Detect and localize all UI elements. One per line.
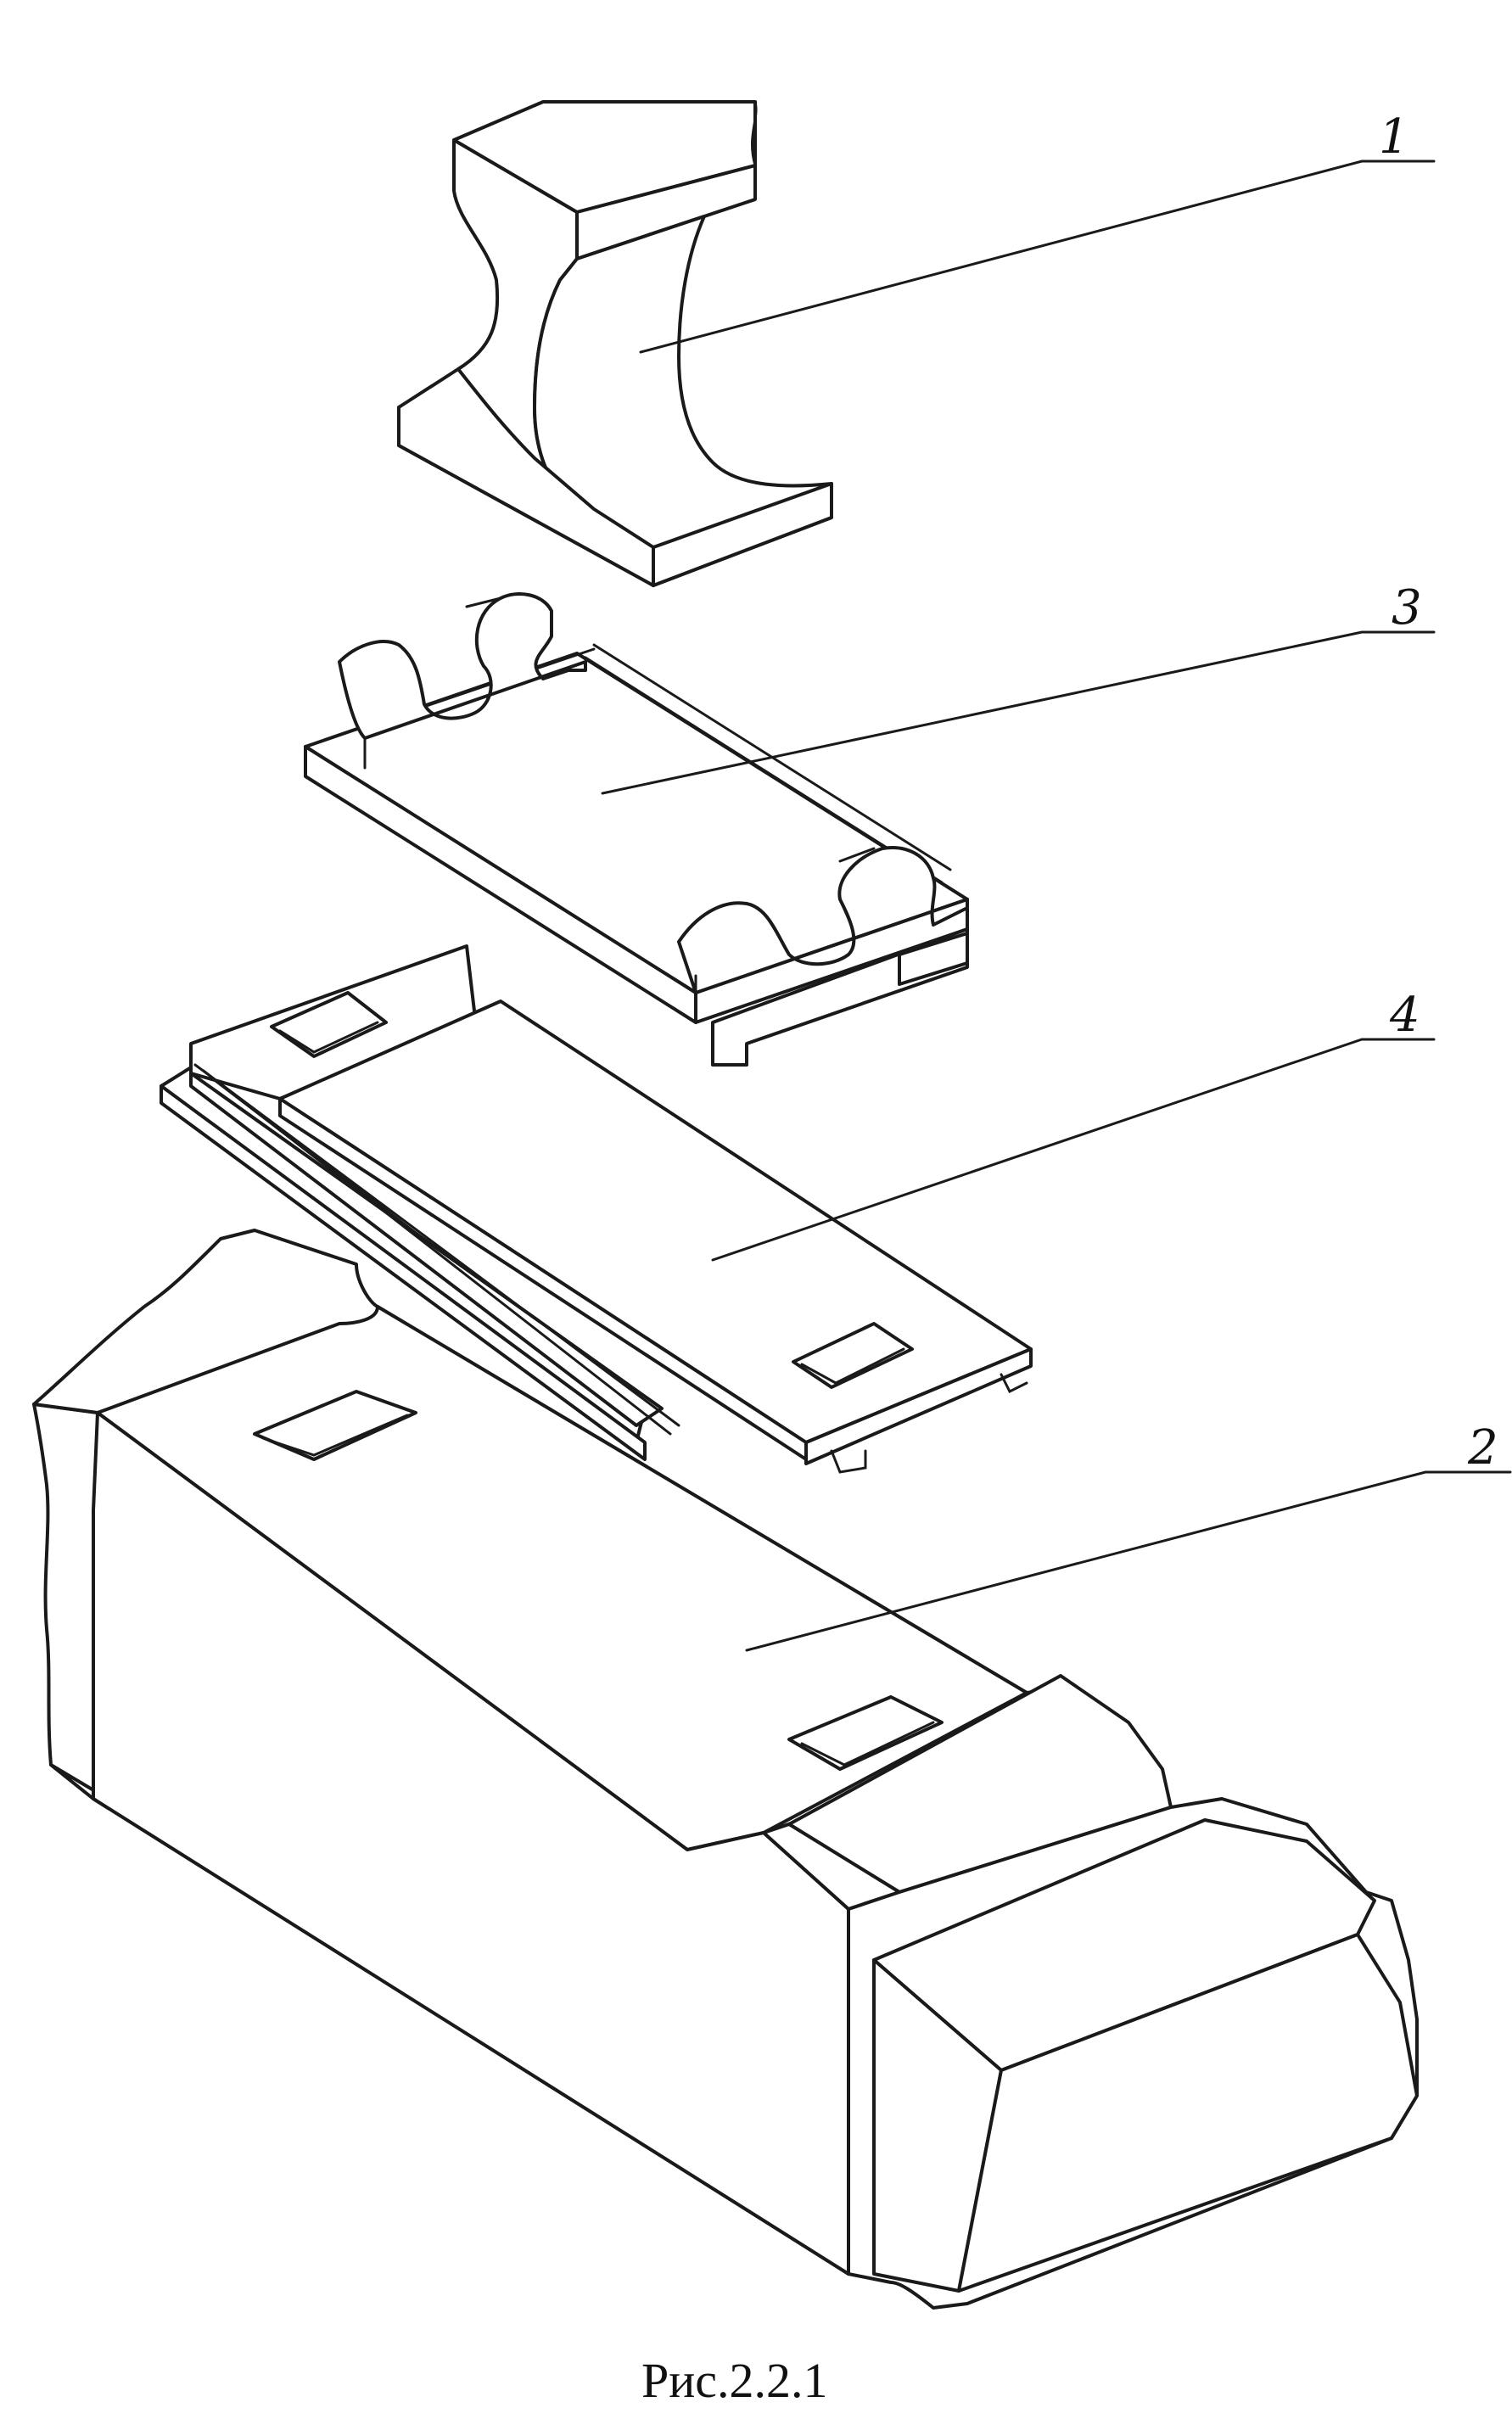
callout-1-label: 1 [1379, 109, 1409, 165]
leader-4 [711, 1038, 1436, 1262]
rail-pad [304, 592, 969, 1067]
callout-leaders [601, 160, 1512, 1652]
tie-plate [160, 944, 1033, 1474]
callout-3-label: 3 [1392, 580, 1422, 636]
leader-2 [745, 1470, 1512, 1652]
rail-section [397, 100, 833, 587]
callout-4-label: 4 [1389, 988, 1420, 1043]
sleeper [32, 1229, 1419, 2310]
leader-3 [601, 630, 1436, 795]
leader-1 [639, 160, 1436, 354]
callout-2-label: 2 [1467, 1420, 1498, 1475]
figure-caption: Рис.2.2.1 [641, 2353, 828, 2408]
